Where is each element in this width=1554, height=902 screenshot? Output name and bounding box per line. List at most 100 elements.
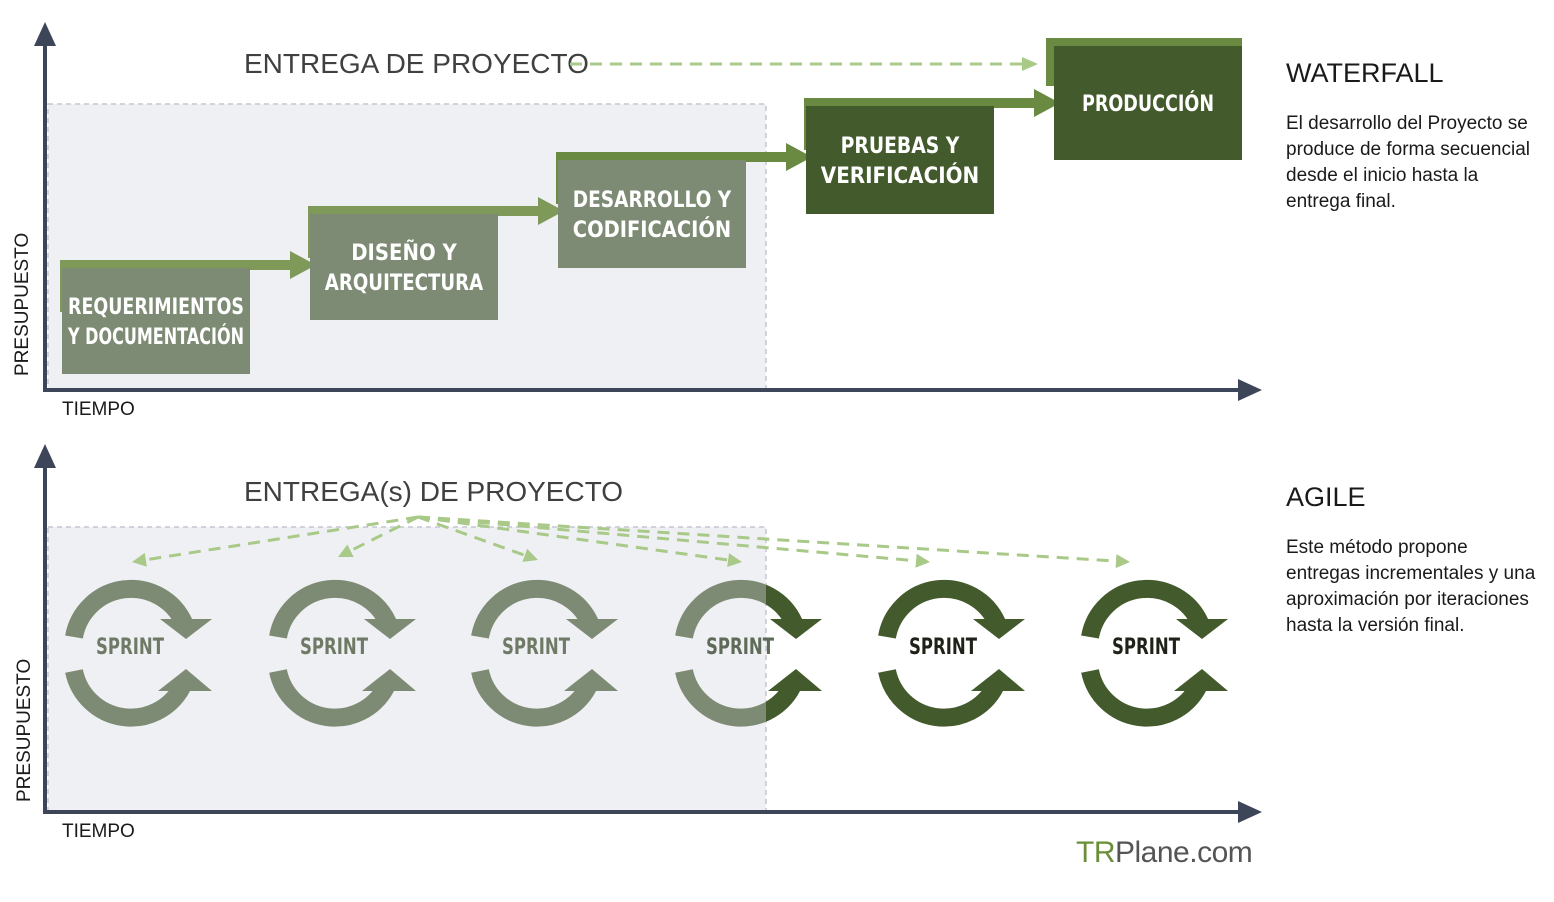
agile-scope-region	[47, 526, 767, 812]
sprint-upper-arrowhead	[973, 619, 1025, 639]
stage-label-line-1: DISEÑO Y	[351, 240, 458, 266]
agile-y-axis-label: PRESUPUESTO	[14, 659, 35, 802]
delivery-arrowhead-3	[522, 548, 538, 562]
sprint-cycle-1: SPRINT	[65, 579, 212, 727]
sprint-upper-arrowhead	[566, 619, 618, 639]
sprint-lower-arrowhead	[362, 669, 416, 691]
stage-label-line-2: Y DOCUMENTACIÓN	[67, 324, 244, 350]
sprint-upper-arc	[471, 579, 599, 639]
agile-y-axis-arrowhead	[34, 444, 56, 468]
stage-box	[62, 268, 250, 374]
delivery-dashed-line-2	[349, 515, 419, 553]
waterfall-connector-arrows	[60, 38, 1242, 312]
delivery-dashed-line-1	[145, 515, 419, 562]
agile-delivery-dashed-arrows	[132, 515, 1130, 569]
delivery-arrowhead-1	[132, 552, 147, 567]
waterfall-stage-4: PRUEBAS Y VERIFICACIÓN	[806, 106, 994, 214]
sprint-upper-arrowhead	[770, 619, 822, 639]
brand-logo-part2: Plane.com	[1115, 836, 1253, 869]
stage-connector-arrow	[556, 143, 812, 204]
sprint-lower-arc	[471, 668, 596, 727]
sprint-upper-arc	[766, 584, 803, 628]
sprint-label: SPRINT	[1112, 635, 1180, 660]
delivery-arrowhead-5	[915, 553, 930, 568]
sprint-label: SPRINT	[706, 635, 774, 660]
sprint-cycle-5: SPRINT	[878, 579, 1025, 727]
sprint-lower-arc	[269, 668, 394, 727]
waterfall-delivery-arrowhead	[1022, 57, 1038, 71]
stage-box	[558, 160, 746, 268]
waterfall-stage-3: DESARROLLO Y CODIFICACIÓN	[558, 160, 746, 268]
waterfall-stage-2: DISEÑO Y ARQUITECTURA	[310, 214, 498, 320]
sprint-label: SPRINT	[909, 635, 977, 660]
sprint-cycle-3: SPRINT	[471, 579, 618, 727]
waterfall-description: El desarrollo del Proyecto se produce de…	[1286, 113, 1530, 212]
stage-connector-arrow	[308, 197, 564, 258]
production-top-bar	[1046, 38, 1242, 86]
sprint-lower-arc	[878, 668, 1003, 727]
sprint-upper-arc	[675, 579, 766, 639]
sprint-cycle-6: SPRINT	[1081, 579, 1228, 727]
delivery-arrowhead-6	[1115, 554, 1130, 569]
stage-label-line-1: DESARROLLO Y	[573, 188, 732, 213]
sprint-lower-arrowhead	[158, 669, 212, 691]
stage-box	[1054, 46, 1242, 160]
delivery-arrowhead-2	[338, 544, 354, 557]
agile-description: Este método propone entregas incremental…	[1286, 537, 1536, 636]
sprint-lower-arrowhead	[768, 669, 822, 691]
stage-connector-arrow	[804, 89, 1060, 150]
sprint-upper-arrowhead	[364, 619, 416, 639]
sprint-lower-arrowhead	[564, 669, 618, 691]
delivery-dashed-line-4	[417, 515, 729, 562]
waterfall-explanation: WATERFALL El desarrollo del Proyecto se …	[1286, 58, 1546, 215]
sprint-label: SPRINT	[502, 635, 570, 660]
waterfall-stage-5: PRODUCCIÓN	[1054, 46, 1242, 160]
stage-label-line-1: PRODUCCIÓN	[1082, 91, 1214, 117]
agile-explanation: AGILE Este método propone entregas incre…	[1286, 482, 1546, 639]
waterfall-delivery-label: ENTREGA DE PROYECTO	[244, 48, 589, 79]
stage-label-line-1: REQUERIMIENTOS	[68, 295, 244, 320]
stage-label-line-2: ARQUITECTURA	[325, 271, 483, 296]
sprint-upper-arc	[878, 579, 1006, 639]
stage-box	[310, 214, 498, 320]
stage-label-line-1: PRUEBAS Y	[841, 134, 961, 159]
sprint-upper-arc	[1081, 579, 1209, 639]
agile-panel: SPRINT SPRINT SPRINT SPRINT SPRINT SPRINT PRE…	[14, 444, 1262, 842]
waterfall-title: WATERFALL	[1286, 58, 1444, 88]
agile-delivery-label: ENTREGA(s) DE PROYECTO	[244, 476, 623, 507]
waterfall-stages: REQUERIMIENTOS Y DOCUMENTACIÓN DISEÑO Y ARQ…	[62, 46, 1242, 374]
waterfall-panel: REQUERIMIENTOS Y DOCUMENTACIÓN DISEÑO Y ARQ…	[12, 22, 1262, 420]
sprint-upper-arrowhead	[160, 619, 212, 639]
sprint-lower-arc	[766, 682, 800, 722]
agile-x-axis-arrowhead	[1238, 801, 1262, 823]
sprint-label: SPRINT	[96, 635, 164, 660]
sprint-lower-arc	[675, 668, 766, 727]
agile-title: AGILE	[1286, 482, 1366, 512]
delivery-arrowhead-4	[727, 553, 742, 568]
waterfall-x-axis-label: TIEMPO	[62, 399, 135, 420]
sprint-upper-arrowhead	[1176, 619, 1228, 639]
sprint-cycle-gray-part	[675, 579, 766, 727]
waterfall-x-axis-arrowhead	[1238, 379, 1262, 401]
waterfall-y-axis-label: PRESUPUESTO	[12, 233, 33, 376]
sprint-lower-arc	[1081, 668, 1206, 727]
sprint-upper-arc	[269, 579, 397, 639]
delivery-dashed-line-6	[417, 515, 1117, 563]
stage-box	[806, 106, 994, 214]
stage-label-line-2: CODIFICACIÓN	[573, 217, 731, 243]
sprint-lower-arc	[65, 668, 190, 727]
sprint-lower-arrowhead	[1174, 669, 1228, 691]
waterfall-y-axis-arrowhead	[34, 22, 56, 46]
sprint-cycle-green-part	[766, 584, 822, 722]
sprint-upper-arc	[65, 579, 193, 639]
stage-label-line-2: VERIFICACIÓN	[821, 163, 979, 189]
stage-connector-arrow	[60, 251, 316, 312]
sprint-cycle-2: SPRINT	[269, 579, 416, 727]
sprint-label: SPRINT	[300, 635, 368, 660]
delivery-dashed-line-5	[417, 515, 917, 563]
brand-logo-part1: TR	[1076, 836, 1116, 869]
sprint-cycle-4: SPRINT	[675, 579, 822, 727]
waterfall-stage-1: REQUERIMIENTOS Y DOCUMENTACIÓN	[62, 268, 250, 374]
